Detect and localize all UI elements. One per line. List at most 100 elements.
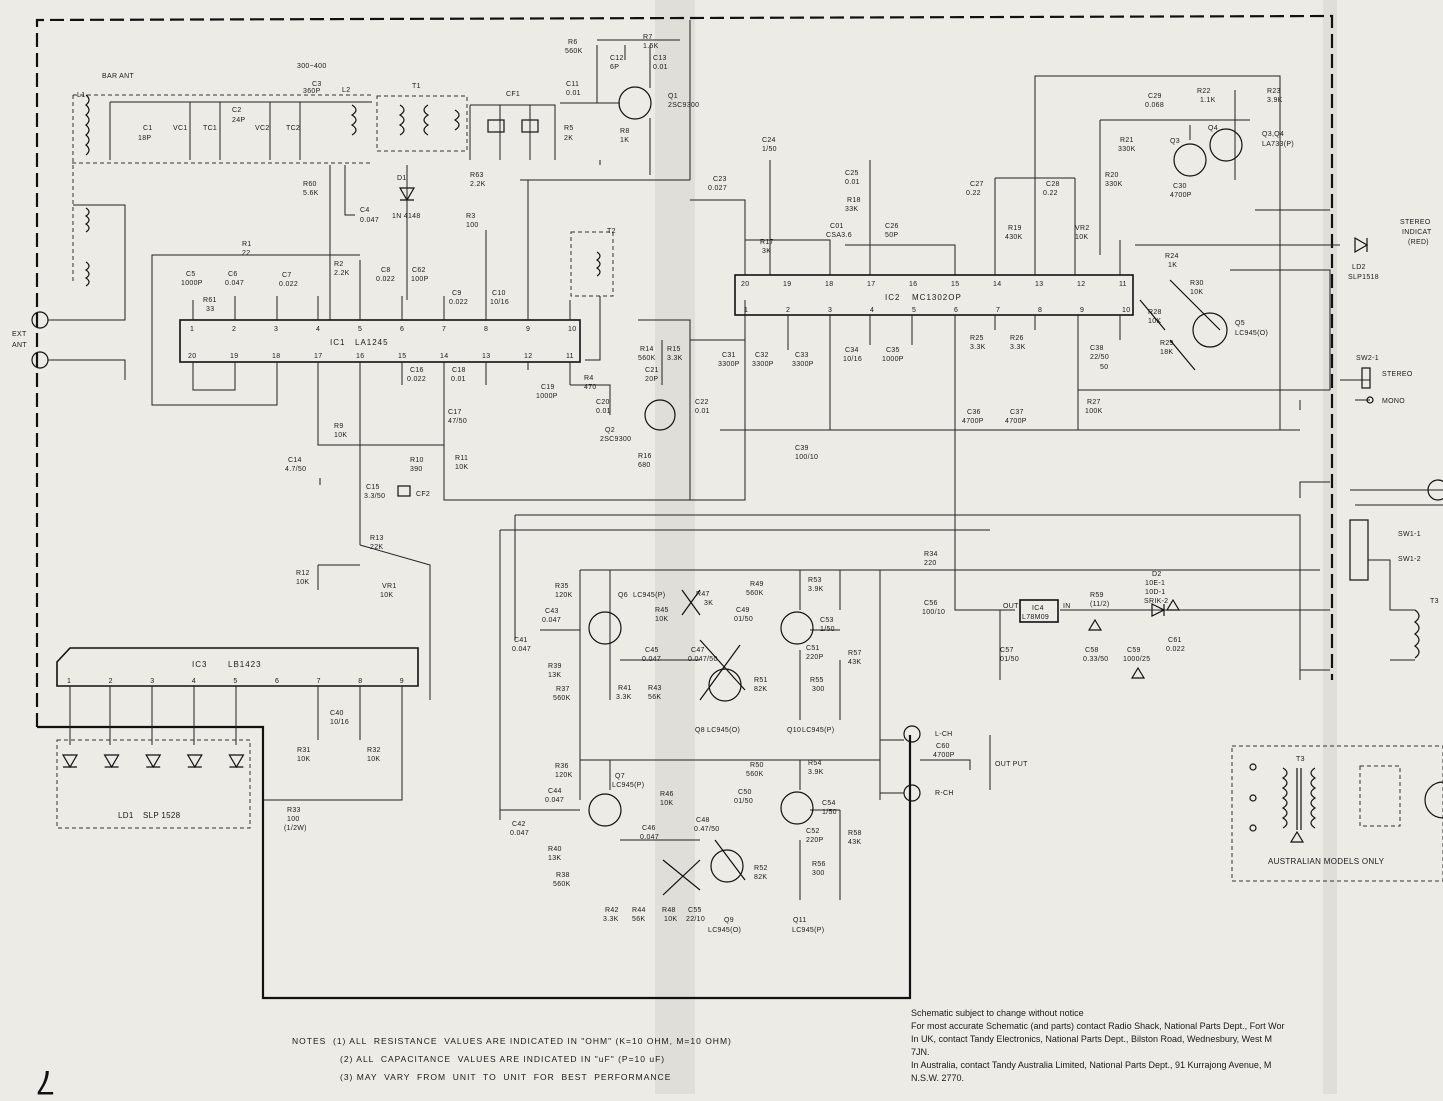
r37-value: 560K: [553, 695, 571, 702]
transistor-q10: [780, 611, 814, 645]
r58-label: R58: [848, 830, 862, 837]
r6-label: R6: [568, 39, 578, 46]
r56-label: R56: [812, 861, 826, 868]
ic-pin-number: 17: [314, 353, 322, 360]
ic-pin-number: 9: [1080, 307, 1084, 314]
sw2-stereo-label: STEREO: [1382, 371, 1413, 378]
r22-value: 1.1K: [1200, 97, 1216, 104]
c27-label: C27: [970, 181, 984, 188]
r3-value: 100: [466, 222, 479, 229]
r44-label: R44: [632, 907, 646, 914]
r58-value: 43K: [848, 839, 861, 846]
ic4-package: [1019, 599, 1059, 623]
c59-value: 1000/25: [1123, 656, 1150, 663]
c36-value: 4700P: [962, 418, 984, 425]
ic-pin-number: 6: [275, 678, 279, 685]
r34-label: R34: [924, 551, 938, 558]
t3-au-label: T3: [1296, 756, 1305, 763]
r21-value: 330K: [1118, 146, 1136, 153]
r45-value: 10K: [655, 616, 668, 623]
sw2-mono-label: MONO: [1382, 398, 1405, 405]
ic-pin-number: 2: [232, 326, 236, 333]
q10-type: LC945(P): [802, 727, 834, 734]
c28-value: 0.22: [1043, 190, 1058, 197]
output-label: OUT PUT: [995, 761, 1028, 768]
r6-value: 560K: [565, 48, 583, 55]
q6-type: LC945(P): [633, 592, 665, 599]
r4-value: 470: [584, 384, 597, 391]
switch-sw2[interactable]: [1361, 367, 1371, 389]
r15-value: 3.3K: [667, 355, 683, 362]
r18-value: 33K: [845, 206, 858, 213]
ic-pin-number: 14: [993, 281, 1001, 288]
r1-label: R1: [242, 241, 252, 248]
c2-value: 24P: [232, 117, 245, 124]
r37-label: R37: [556, 686, 570, 693]
c40-label: C40: [330, 710, 344, 717]
r18-label: R18: [847, 197, 861, 204]
ic-pin-number: 15: [951, 281, 959, 288]
c32-value: 3300P: [752, 361, 774, 368]
r7-value: 1.5K: [643, 43, 659, 50]
jack-l-ch[interactable]: [903, 725, 921, 743]
c32-label: C32: [755, 352, 769, 359]
disclaimer-line: In Australia, contact Tandy Australia Li…: [911, 1060, 1272, 1070]
ic3-label: IC3: [192, 660, 207, 669]
c58-label: C58: [1085, 647, 1099, 654]
c01-label: C01: [830, 223, 844, 230]
r46-value: 10K: [660, 800, 673, 807]
t3-label: T3: [1430, 598, 1439, 605]
c23-value: 0.027: [708, 185, 727, 192]
c25-label: C25: [845, 170, 859, 177]
r53-value: 3.9K: [808, 586, 824, 593]
r59-value: (11/2): [1090, 601, 1110, 608]
c18-value: 0.01: [451, 376, 466, 383]
c39-label: C39: [795, 445, 809, 452]
c57-label: C57: [1000, 647, 1014, 654]
ic2-label: IC2: [885, 293, 900, 302]
notes-block: NOTES (1) ALL RESISTANCE VALUES ARE INDI…: [292, 1032, 732, 1086]
jack-r-ch[interactable]: [903, 784, 921, 802]
q2-label: Q2: [605, 427, 615, 434]
c43-value: 0.047: [542, 617, 561, 624]
t1-label: T1: [412, 83, 421, 90]
c13-label: C13: [653, 55, 667, 62]
r35-label: R35: [555, 583, 569, 590]
page-number: 7: [36, 1063, 55, 1101]
c41-value: 0.047: [512, 646, 531, 653]
c17-value: 47/50: [448, 418, 467, 425]
c10-value: 10/16: [490, 299, 509, 306]
cf2-label: CF2: [416, 491, 430, 498]
c55-label: C55: [688, 907, 702, 914]
c21-label: C21: [645, 367, 659, 374]
r57-value: 43K: [848, 659, 861, 666]
q4-label: Q4: [1208, 125, 1218, 132]
q5-label: Q5: [1235, 320, 1245, 327]
transformer-t3-coil: [1414, 609, 1420, 659]
c26-label: C26: [885, 223, 899, 230]
c15-value: 3.3/50: [364, 493, 385, 500]
c18-label: C18: [452, 367, 466, 374]
q3q4-type: LA733(P): [1262, 141, 1294, 148]
c30-label: C30: [1173, 183, 1187, 190]
c38-value-2: 50: [1100, 364, 1108, 371]
r25-label: R25: [970, 335, 984, 342]
switch-sw1[interactable]: [1349, 519, 1369, 581]
transistor-q3: [1173, 143, 1207, 177]
ext-ant-label: EXT: [12, 331, 27, 338]
c22-label: C22: [695, 399, 709, 406]
diode-d2-icon: [1151, 603, 1166, 617]
r42-value: 3.3K: [603, 916, 619, 923]
c47-label: C47: [691, 647, 705, 654]
ic-pin-number: 8: [358, 678, 362, 685]
r53-label: R53: [808, 577, 822, 584]
ic-pin-number: 3: [828, 307, 832, 314]
l2-label: L2: [342, 87, 350, 94]
q8-label: Q8: [695, 727, 705, 734]
c24-label: C24: [762, 137, 776, 144]
disclaimer-line: For most accurate Schematic (and parts) …: [911, 1021, 1285, 1031]
c39-value: 100/10: [795, 454, 818, 461]
notes-line-3: (3) MAY VARY FROM UNIT TO UNIT FOR BEST …: [340, 1072, 672, 1082]
r27-label: R27: [1087, 399, 1101, 406]
